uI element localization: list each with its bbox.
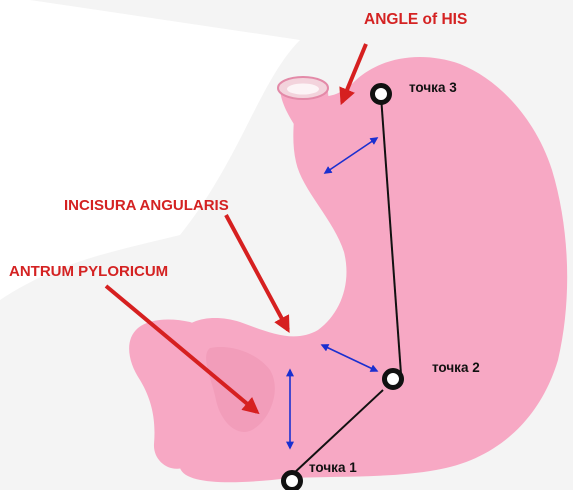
point-1-marker	[284, 473, 301, 490]
esophagus-lumen-inner	[287, 84, 319, 95]
incisura-angularis-label: INCISURA ANGULARIS	[64, 197, 229, 214]
point-3-label: точка 3	[409, 80, 457, 95]
point-2-marker	[385, 371, 402, 388]
antrum-pyloricum-label: ANTRUM PYLORICUM	[9, 263, 168, 280]
point-3-marker	[373, 86, 390, 103]
angle-of-his-label: ANGLE of HIS	[364, 11, 467, 28]
point-1-label: точка 1	[309, 460, 357, 475]
point-2-label: точка 2	[432, 360, 480, 375]
